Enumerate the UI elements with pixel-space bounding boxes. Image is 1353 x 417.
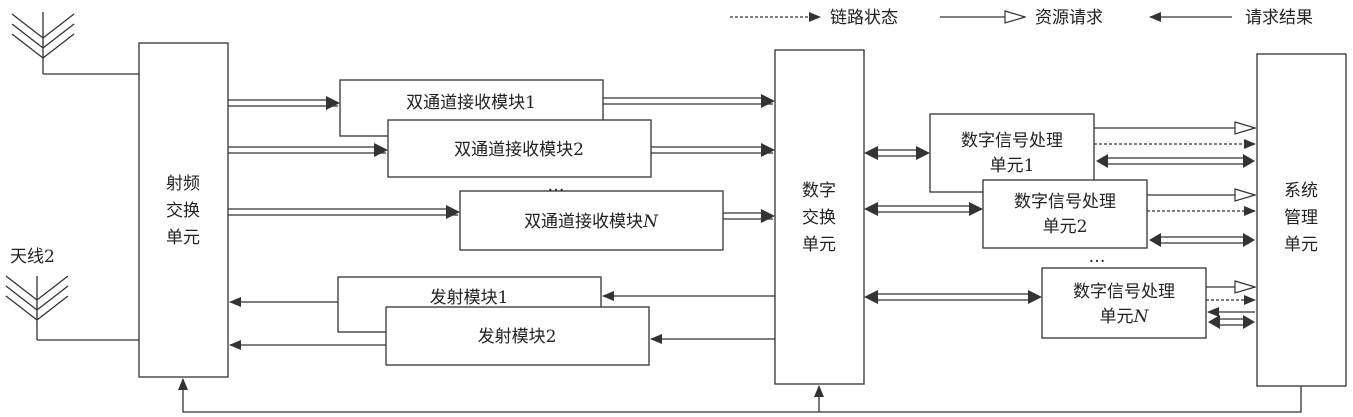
digital-switch-label-3: 单元 xyxy=(802,235,836,255)
antenna-1-icon xyxy=(11,12,139,75)
dsp-unit-n-label-2: 单元N xyxy=(1100,307,1150,327)
transmit-module-2 xyxy=(385,306,650,366)
dsp-unit-1-label-1: 数字信号处理 xyxy=(961,131,1063,151)
system-mgmt-label-2: 管理 xyxy=(1284,208,1318,228)
rf-switch-label-2: 交换 xyxy=(166,201,200,221)
dsp-unit-2-label-2: 单元2 xyxy=(1043,217,1088,237)
receiver-module-1-label: 双通道接收模块1 xyxy=(406,93,536,113)
dsp-unit-2 xyxy=(982,179,1148,249)
legend: 链路状态 资源请求 请求结果 xyxy=(730,8,1313,28)
transmit-module-1-label: 发射模块1 xyxy=(430,288,509,308)
digital-switch-label-1: 数字 xyxy=(802,181,836,201)
antenna-2-icon xyxy=(5,275,139,341)
rf-switch-unit xyxy=(138,42,229,378)
digital-switch-to-dsp-arrows xyxy=(864,146,1042,304)
receiver-module-n-prefix: 双通道接收模块 xyxy=(524,212,643,232)
receiver-module-2-label: 双通道接收模块2 xyxy=(454,140,584,160)
legend-link-state: 链路状态 xyxy=(830,8,898,28)
rf-switch-label-3: 单元 xyxy=(166,228,200,248)
dsp-unit-1-label-2: 单元1 xyxy=(990,156,1035,176)
system-mgmt-label-1: 系统 xyxy=(1284,181,1318,201)
receivers-to-digital-switch-arrows xyxy=(603,94,775,223)
receiver-module-n-index: N xyxy=(642,212,659,232)
system-mgmt-label-3: 单元 xyxy=(1284,235,1318,255)
dsp-unit-n-label-1: 数字信号处理 xyxy=(1073,282,1175,302)
dsp-ellipsis: … xyxy=(1089,247,1106,267)
dsp-unit-n-index: N xyxy=(1133,307,1150,327)
system-management-unit xyxy=(1256,53,1347,387)
legend-resource-request: 资源请求 xyxy=(1035,8,1103,28)
dsp-unit-n xyxy=(1041,267,1207,339)
rf-to-receivers-arrows xyxy=(228,96,460,219)
transmit-module-2-label: 发射模块2 xyxy=(478,327,557,347)
dsp-to-system-mgmt-arrows xyxy=(1094,128,1256,329)
rf-switch-label-1: 射频 xyxy=(166,174,200,194)
dsp-unit-n-prefix: 单元 xyxy=(1100,307,1134,327)
dsp-unit-1 xyxy=(929,113,1095,193)
antenna-2-label: 天线2 xyxy=(10,247,55,267)
receiver-module-n xyxy=(459,190,724,251)
digital-switch-unit xyxy=(774,49,865,385)
control-bus-lines xyxy=(178,378,1302,413)
receiver-module-n-label: 双通道接收模块N xyxy=(524,212,659,232)
legend-request-result: 请求结果 xyxy=(1245,8,1313,28)
dsp-unit-2-label-1: 数字信号处理 xyxy=(1014,192,1116,212)
digital-switch-label-2: 交换 xyxy=(802,208,836,228)
receiver-module-2 xyxy=(387,119,652,178)
transmit-path-arrows xyxy=(229,291,775,350)
